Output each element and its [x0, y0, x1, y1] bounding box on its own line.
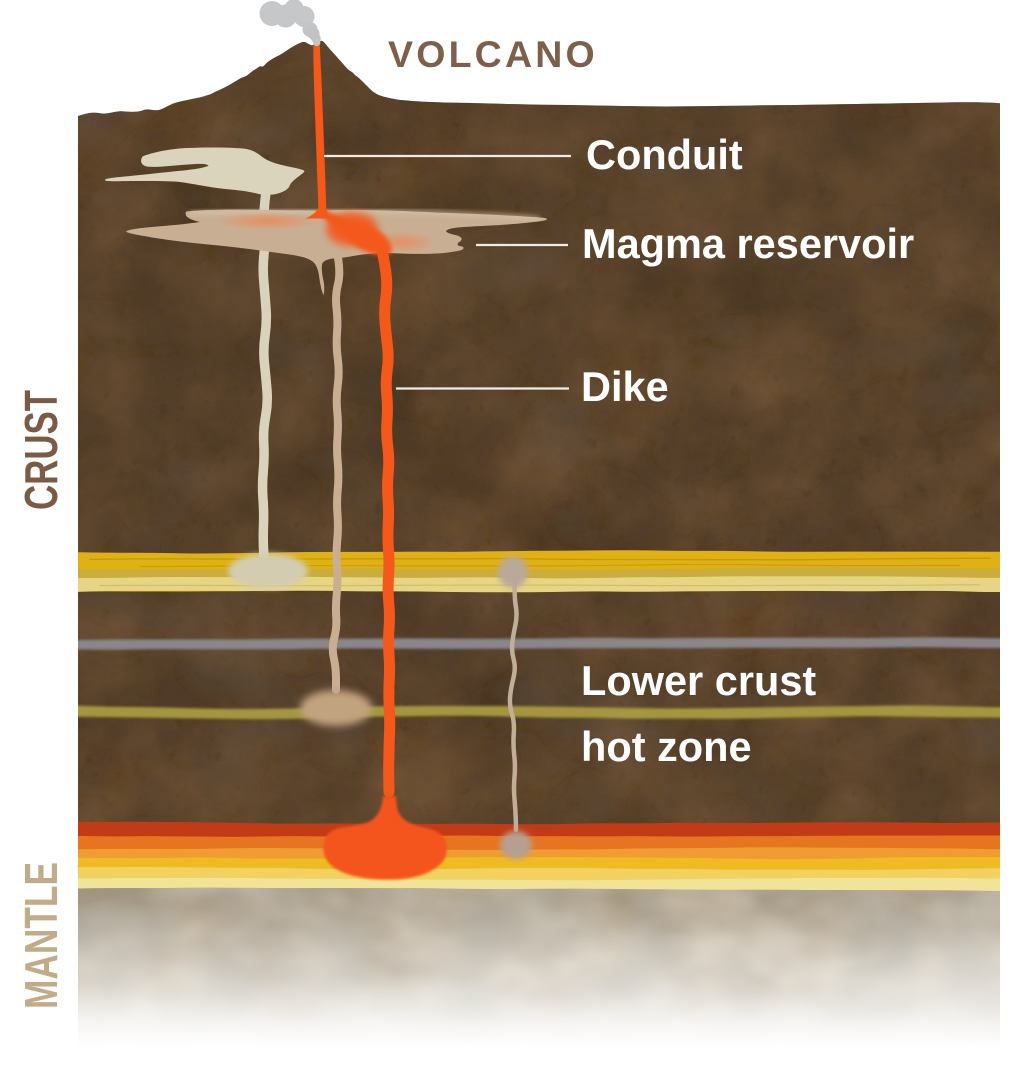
svg-text:Lower crust: Lower crust [581, 657, 816, 704]
svg-text:VOLCANO: VOLCANO [388, 33, 598, 75]
svg-text:hot zone: hot zone [581, 723, 752, 770]
svg-text:Dike: Dike [581, 363, 669, 410]
svg-text:Conduit: Conduit [586, 131, 743, 178]
svg-text:MANTLE: MANTLE [15, 862, 67, 1009]
svg-text:Magma reservoir: Magma reservoir [582, 220, 914, 267]
svg-text:CRUST: CRUST [15, 390, 67, 510]
